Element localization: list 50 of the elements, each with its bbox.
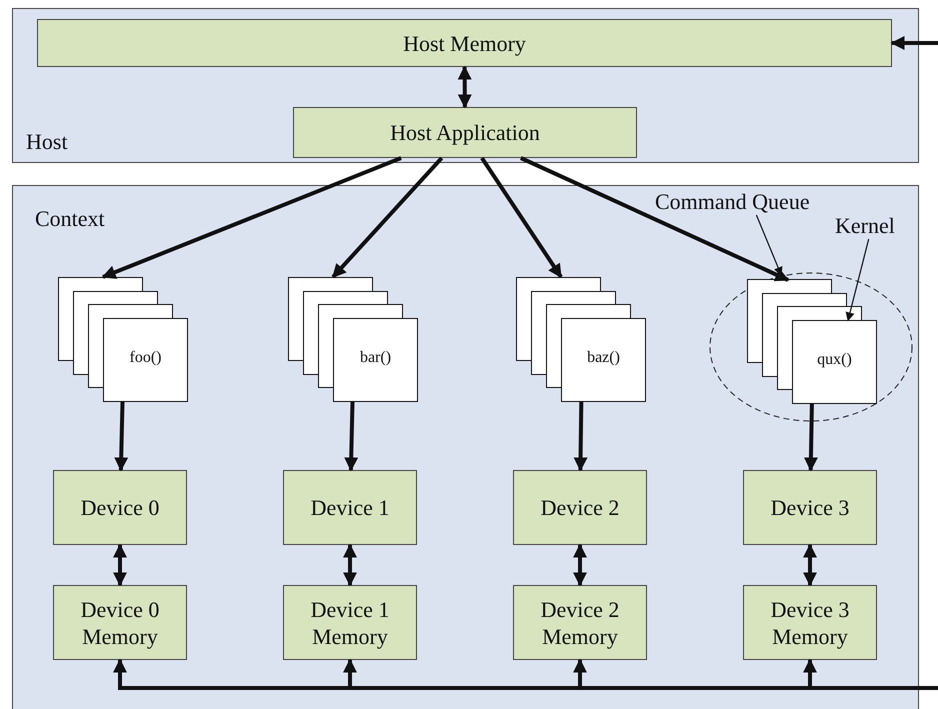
box-label: Device 1 Memory bbox=[310, 596, 390, 650]
function-label: qux() bbox=[816, 350, 853, 368]
memory-box bbox=[513, 585, 647, 660]
arrow bbox=[573, 544, 587, 586]
function-label: bar() bbox=[358, 348, 392, 366]
arrow bbox=[574, 402, 588, 472]
box-label: Host Application bbox=[390, 119, 540, 146]
arrow bbox=[804, 404, 818, 472]
arrow bbox=[343, 544, 357, 586]
application-box bbox=[293, 107, 637, 158]
arrow bbox=[114, 402, 128, 472]
callout-text: Kernel bbox=[835, 213, 909, 239]
memory-box bbox=[37, 19, 892, 67]
memory-box bbox=[53, 585, 187, 660]
arrow bbox=[890, 36, 938, 50]
function-label: baz() bbox=[586, 348, 621, 366]
box-label: Device 0 bbox=[80, 494, 160, 521]
box-label: Device 0 Memory bbox=[80, 596, 160, 650]
memory-box bbox=[743, 585, 877, 660]
queue-stack bbox=[288, 277, 420, 402]
box-label: Device 2 bbox=[540, 494, 620, 521]
device-box bbox=[53, 470, 187, 545]
dashed-ellipse bbox=[709, 272, 913, 422]
queue-stack bbox=[516, 277, 648, 402]
queue-stack bbox=[747, 279, 877, 403]
callout-text: Command Queue bbox=[655, 189, 847, 215]
memory-box bbox=[283, 585, 417, 660]
box-label: Host Memory bbox=[403, 30, 526, 56]
box-label: Device 3 Memory bbox=[770, 596, 850, 650]
arrow bbox=[520, 156, 790, 282]
arrow bbox=[113, 544, 127, 586]
box-label: Device 2 Memory bbox=[540, 596, 620, 650]
context-panel bbox=[12, 185, 919, 709]
device-box bbox=[513, 470, 647, 545]
arrow bbox=[332, 156, 444, 278]
box-label: Device 3 bbox=[770, 494, 850, 521]
function-label: foo() bbox=[128, 348, 162, 366]
leader-line bbox=[846, 238, 870, 322]
device-box bbox=[743, 470, 877, 545]
panel-title: Host bbox=[26, 129, 68, 155]
arrow bbox=[480, 156, 563, 278]
host-panel bbox=[12, 8, 919, 163]
arrow bbox=[803, 544, 817, 586]
arrow bbox=[102, 156, 402, 279]
queue-stack bbox=[58, 277, 190, 402]
box-label: Device 1 bbox=[310, 494, 390, 521]
panel-title: Context bbox=[35, 206, 105, 232]
device-box bbox=[283, 470, 417, 545]
arrow bbox=[458, 66, 472, 108]
arrow bbox=[344, 402, 358, 472]
